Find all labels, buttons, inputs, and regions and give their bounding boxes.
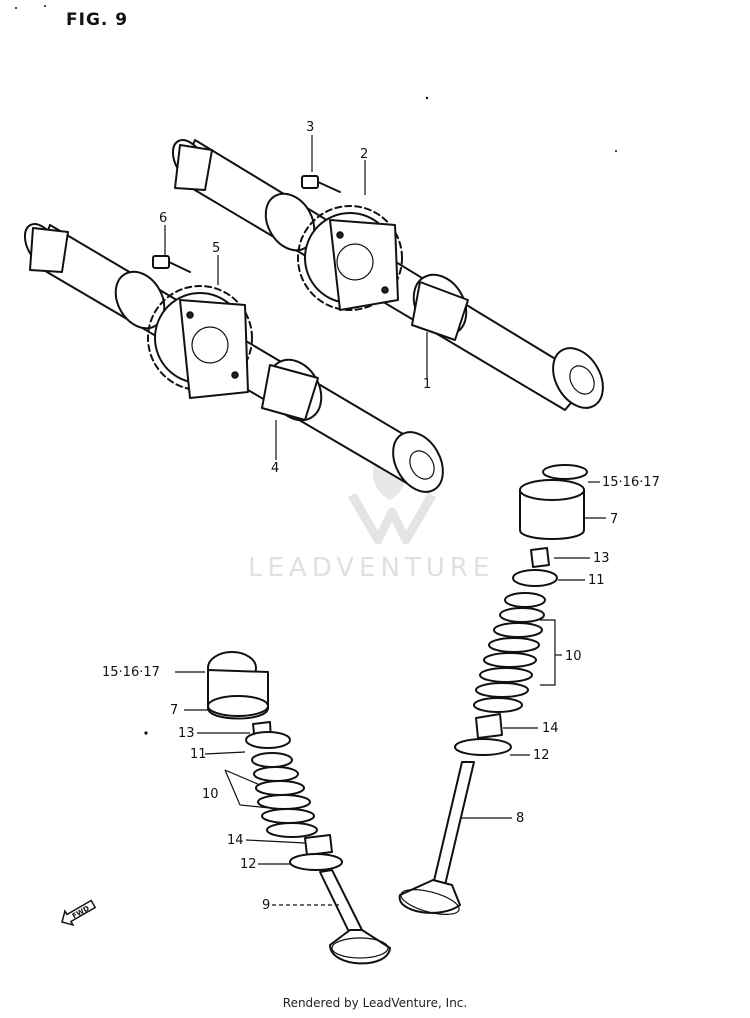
fwd-arrow-icon: FWD bbox=[61, 899, 97, 927]
callout-13-left: 13 bbox=[178, 726, 195, 741]
callout-13-right: 13 bbox=[593, 551, 610, 566]
callout-11-left: 11 bbox=[190, 747, 207, 762]
callout-4: 4 bbox=[271, 461, 279, 476]
watermark-text: LEADVENTURE bbox=[248, 553, 494, 583]
callout-15-16-17-left: 15·16·17 bbox=[102, 665, 160, 680]
callout-9: 9 bbox=[262, 898, 270, 913]
stem-seal-right bbox=[475, 713, 503, 739]
scan-dot bbox=[425, 96, 429, 100]
sprocket-bolt-lower bbox=[152, 255, 191, 273]
valve-right bbox=[398, 761, 475, 915]
callout-1: 1 bbox=[423, 377, 431, 392]
valve-assembly-right bbox=[398, 464, 588, 915]
valve-left bbox=[319, 869, 391, 965]
cam-sprocket-upper bbox=[297, 205, 403, 311]
watermark: LEADVENTURE bbox=[248, 445, 494, 583]
callout-6: 6 bbox=[159, 211, 167, 226]
scan-dot bbox=[44, 5, 46, 7]
scan-dot bbox=[15, 7, 17, 9]
callout-10-right: 10 bbox=[565, 649, 582, 664]
spring-seat-left bbox=[289, 853, 343, 871]
callout-5: 5 bbox=[212, 241, 220, 256]
retainer-right bbox=[512, 569, 558, 587]
callout-14-left: 14 bbox=[227, 833, 244, 848]
spring-seat-right bbox=[454, 738, 512, 756]
fwd-label: FWD bbox=[71, 904, 91, 920]
tappet-right bbox=[519, 489, 585, 540]
callout-10-left: 10 bbox=[202, 787, 219, 802]
callout-15-16-17-right: 15·16·17 bbox=[602, 475, 660, 490]
valve-assembly-left bbox=[207, 651, 391, 965]
stem-seal-left bbox=[304, 834, 333, 856]
callout-12-right: 12 bbox=[533, 748, 550, 763]
callout-12-left: 12 bbox=[240, 857, 257, 872]
figure-title: FIG. 9 bbox=[66, 10, 129, 30]
cam-sprocket-lower bbox=[147, 285, 253, 399]
scan-dot bbox=[144, 731, 148, 735]
scan-dot bbox=[615, 150, 617, 152]
valve-spring-left bbox=[251, 752, 318, 838]
callout-14-right: 14 bbox=[542, 721, 559, 736]
valve-spring-right bbox=[473, 592, 546, 713]
cotter-right bbox=[530, 547, 550, 568]
leader-lines bbox=[164, 135, 606, 906]
callout-2: 2 bbox=[360, 147, 368, 162]
retainer-left bbox=[245, 731, 291, 749]
callout-8: 8 bbox=[516, 811, 524, 826]
callout-3: 3 bbox=[306, 120, 314, 135]
callout-11-right: 11 bbox=[588, 573, 605, 588]
footer-credit: Rendered by LeadVenture, Inc. bbox=[282, 996, 468, 1010]
sprocket-bolt-upper bbox=[301, 175, 341, 193]
shim-right bbox=[542, 464, 588, 480]
callout-7-right: 7 bbox=[610, 512, 618, 527]
callout-7-left: 7 bbox=[170, 703, 178, 718]
